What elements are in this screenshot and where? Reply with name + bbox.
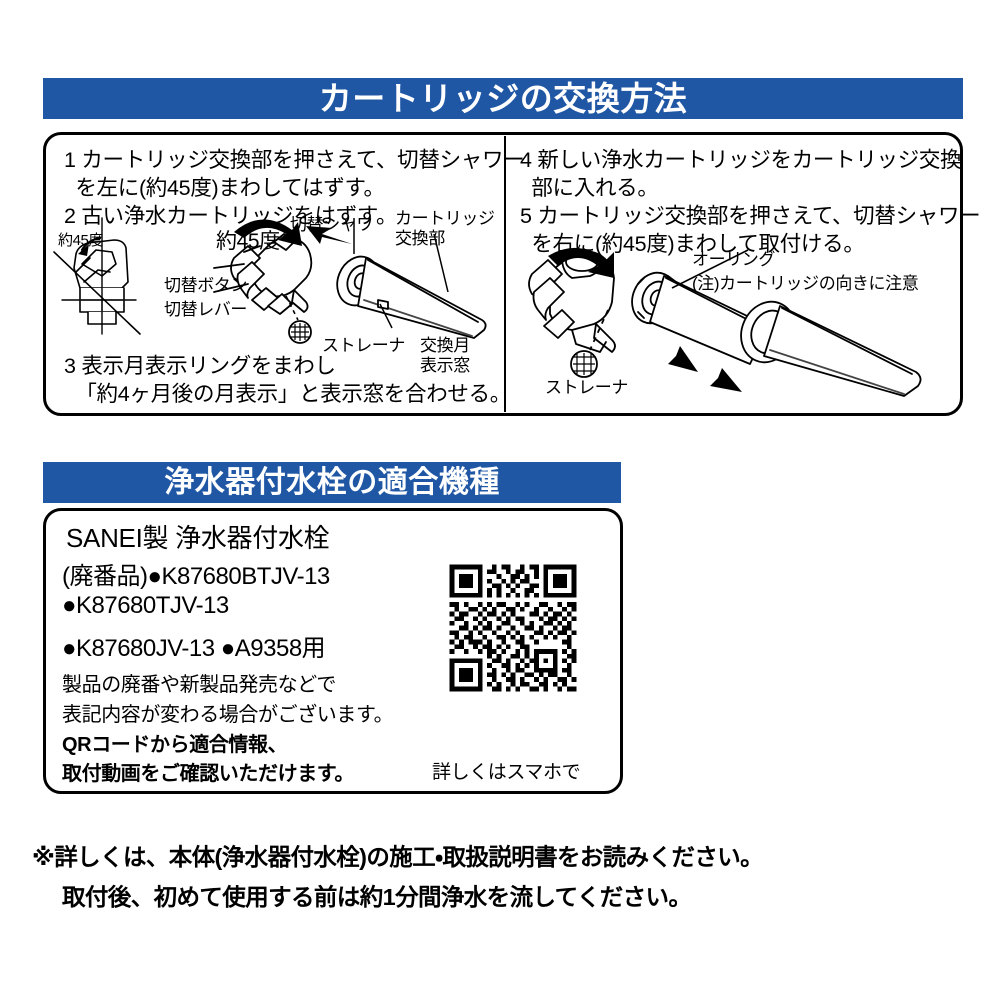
label-switch-shower: 切替シャワ (290, 215, 373, 234)
step-3-line-1: 3 表示月表示リングをまわし (64, 354, 336, 378)
box-vertical-divider (504, 136, 506, 412)
figure-install-cartridge (512, 244, 960, 410)
qr-code[interactable] (445, 560, 581, 696)
section-header-compatible-models: 浄水器付水栓の適合機種 (43, 462, 621, 503)
step-5-line-1: 5 カートリッジ交換部を押さえて、切替シャワー (520, 204, 981, 228)
step-4-line-2: 部に入れる。 (520, 176, 659, 200)
label-o-ring: オーリング (692, 250, 775, 269)
models-title: SANEI製 浄水器付水栓 (66, 523, 330, 553)
label-angle-45-small: 約45度 (58, 232, 104, 249)
model-number-item: ●K87680TJV-13 (62, 592, 229, 619)
step-1-line-1: 1 カートリッジ交換部を押さえて、切替シャワー (64, 148, 525, 172)
label-strainer-right: ストレーナ (545, 378, 628, 397)
step-1-line-2: を左に(約45度)まわしてはずす。 (64, 176, 385, 200)
models-note-line: 表記内容が変わる場合がございます。 (62, 704, 394, 726)
label-switch-lever: 切替レバー (164, 300, 247, 319)
compatible-models-box (43, 508, 623, 794)
models-note-line-bold: QRコードから適合情報、 (62, 734, 288, 756)
models-note-line-bold: 取付動画をご確認いただけます。 (62, 763, 354, 785)
smartphone-note: 詳しくはスマホで (432, 762, 581, 783)
figure-remove-cartridge (48, 196, 500, 356)
footer-note-line: 取付後、初めて使用する前は約1分間浄水を流してください。 (62, 884, 692, 910)
section-header-cartridge-replacement: カートリッジの交換方法 (43, 78, 963, 119)
step-2-line-1: 2 古い浄水カートリッジをはずす。 (64, 204, 398, 228)
step-4-line-1: 4 新しい浄水カートリッジをカートリッジ交換 (520, 148, 962, 172)
step-3-line-2: 「約4ヶ月後の月表示」と表示窓を合わせる。 (64, 382, 512, 406)
label-cartridge-unit: カートリッジ 交換部 (395, 209, 495, 249)
label-strainer-left: ストレーナ (322, 336, 405, 355)
models-note-line: 製品の廃番や新製品発売などで (62, 674, 336, 696)
footer-note-line: ※詳しくは、本体(浄水器付水栓)の施工・取扱説明書をお読みください。 (32, 844, 764, 870)
model-number-item: ●K87680JV-13 ●A9358用 (62, 635, 326, 662)
label-cartridge-direction-caution: (注)カートリッジの向きに注意 (692, 274, 919, 293)
model-number-item: (廃番品)●K87680BTJV-13 (62, 563, 330, 590)
label-switch-button: 切替ボタン (164, 276, 247, 295)
label-month-display-window: 交換月 表示窓 (420, 336, 470, 376)
label-angle-45-large: 約45度 (216, 230, 280, 253)
